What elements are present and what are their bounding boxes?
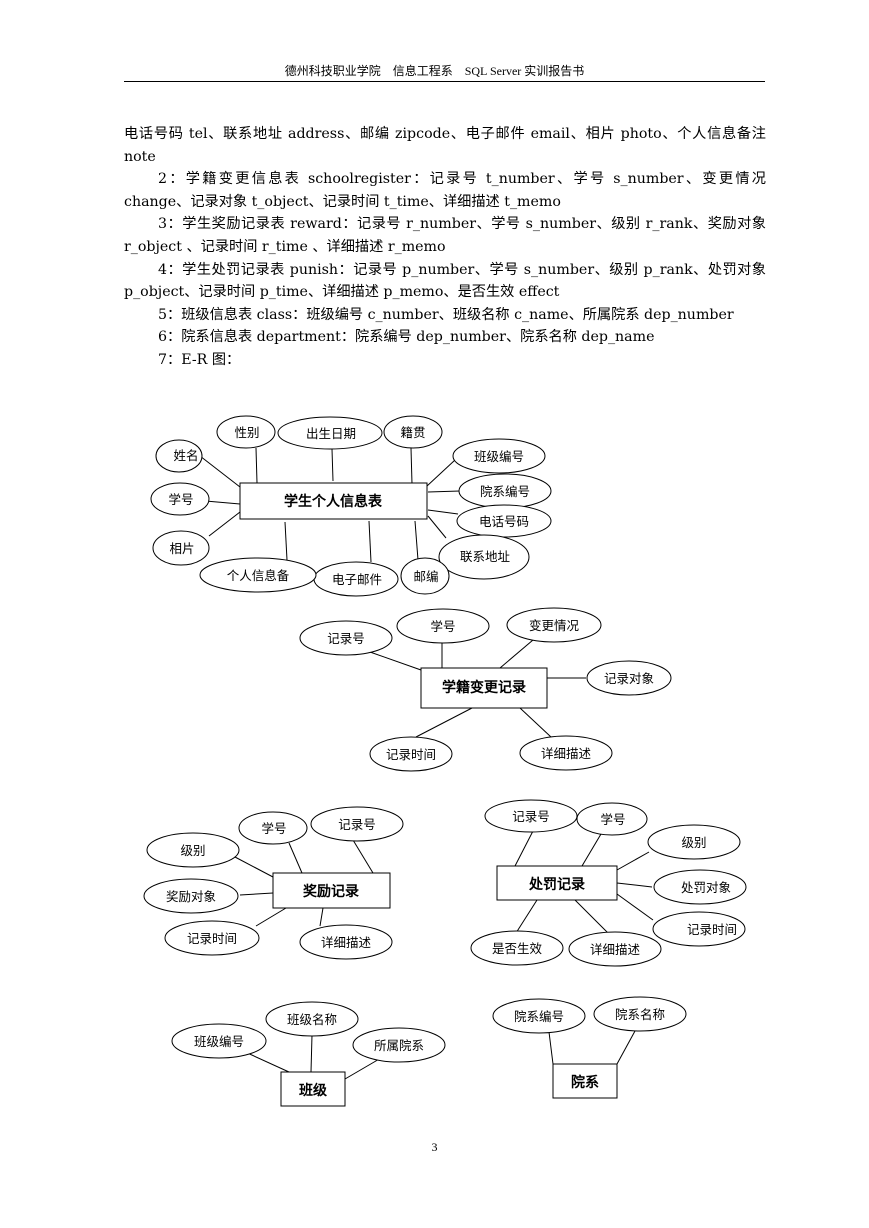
attr-name: 姓名 — [173, 448, 198, 463]
dept-attr-number: 院系编号 — [514, 1009, 564, 1024]
attr-note: 个人信息备 — [227, 568, 290, 583]
page-header: 德州科技职业学院 信息工程系 SQL Server 实训报告书 — [284, 64, 585, 78]
reward-attr-record-number: 记录号 — [338, 817, 376, 832]
attr-student-number: 学号 — [168, 492, 193, 507]
paragraph-4: 4：学生处罚记录表 punish：记录号 p_number、学号 s_numbe… — [124, 261, 766, 301]
punish-attr-record-number: 记录号 — [512, 809, 550, 824]
reward-attr-student-number: 学号 — [261, 821, 286, 836]
paragraph-2: 2：学籍变更信息表 schoolregister：记录号 t_number、学号… — [124, 171, 766, 210]
punish-attr-rank: 级别 — [681, 835, 706, 850]
class-attr-dept: 所属院系 — [374, 1038, 424, 1053]
er-punish: 处罚记录 记录号 学号 级别 处罚对象 记录时间 详细描述 是否生效 — [470, 799, 747, 967]
reward-attr-memo: 详细描述 — [321, 935, 372, 950]
er-class: 班级 班级编号 班级名称 所属院系 — [171, 1001, 446, 1107]
register-attr-time: 记录时间 — [386, 747, 436, 762]
paragraph-6: 6：院系信息表 department：院系编号 dep_number、院系名称 … — [158, 329, 655, 346]
entity-class: 班级 — [299, 1082, 328, 1099]
punish-attr-object: 处罚对象 — [681, 880, 731, 895]
attr-gender: 性别 — [234, 425, 259, 440]
attr-address: 联系地址 — [460, 549, 511, 564]
attr-dept-number: 院系编号 — [480, 484, 530, 499]
register-attr-memo: 详细描述 — [541, 746, 592, 761]
register-attr-object: 记录对象 — [604, 671, 654, 686]
attr-birthdate: 出生日期 — [306, 426, 356, 441]
er-student: 学生个人信息表 姓名 性别 出生日期 籍贯 班级编号 院系编号 电话号码 联系地… — [150, 415, 552, 597]
er-reward: 奖励记录 学号 记录号 级别 奖励对象 记录时间 详细描述 — [143, 806, 404, 960]
punish-attr-effect: 是否生效 — [492, 941, 543, 956]
reward-attr-object: 奖励对象 — [166, 889, 216, 904]
header-rule — [124, 81, 765, 82]
attr-zipcode: 邮编 — [413, 569, 438, 584]
entity-reward: 奖励记录 — [303, 883, 359, 900]
register-attr-record-number: 记录号 — [327, 631, 365, 646]
register-attr-change: 变更情况 — [529, 618, 580, 633]
punish-attr-memo: 详细描述 — [590, 942, 641, 957]
paragraph-7: 7：E-R 图： — [158, 351, 241, 368]
paragraph-5: 5：班级信息表 class：班级编号 c_number、班级名称 c_name、… — [158, 306, 734, 323]
er-register: 学籍变更记录 记录号 学号 变更情况 记录对象 详细描述 记录时间 — [299, 607, 672, 772]
register-attr-student-number: 学号 — [430, 619, 455, 634]
attr-origin: 籍贯 — [400, 425, 425, 440]
er-department: 院系 院系编号 院系名称 — [492, 996, 687, 1099]
entity-register: 学籍变更记录 — [442, 679, 526, 696]
reward-attr-time: 记录时间 — [187, 931, 237, 946]
attr-email: 电子邮件 — [332, 572, 382, 587]
entity-department: 院系 — [571, 1074, 599, 1091]
paragraph-1: 电话号码 tel、联系地址 address、邮编 zipcode、电子邮件 em… — [124, 126, 766, 165]
reward-attr-rank: 级别 — [180, 843, 205, 858]
page-number: 3 — [431, 1140, 438, 1154]
attr-photo: 相片 — [169, 541, 194, 556]
punish-attr-student-number: 学号 — [600, 812, 625, 827]
attr-phone: 电话号码 — [479, 514, 529, 529]
entity-student: 学生个人信息表 — [284, 493, 383, 510]
dept-attr-name: 院系名称 — [615, 1007, 665, 1022]
attr-class-number: 班级编号 — [474, 449, 524, 464]
class-attr-number: 班级编号 — [194, 1034, 244, 1049]
body-text: 电话号码 tel、联系地址 address、邮编 zipcode、电子邮件 em… — [124, 123, 766, 372]
class-attr-name: 班级名称 — [287, 1012, 337, 1027]
paragraph-3: 3：学生奖励记录表 reward：记录号 r_number、学号 s_numbe… — [124, 216, 766, 255]
punish-attr-time: 记录时间 — [687, 922, 737, 937]
entity-punish: 处罚记录 — [528, 876, 585, 893]
